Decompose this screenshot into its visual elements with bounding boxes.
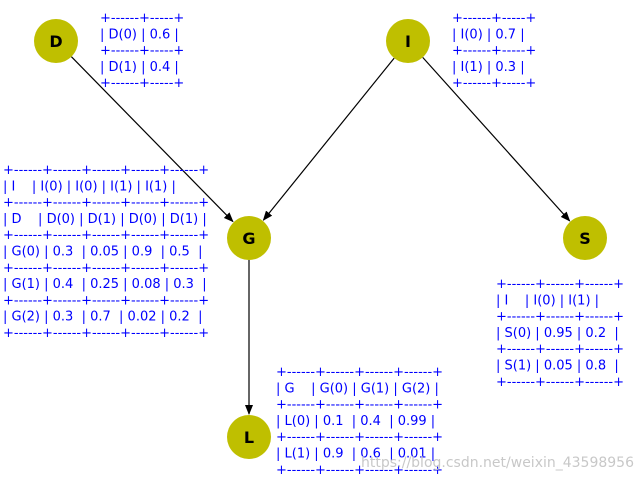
node-s-circle (563, 216, 607, 260)
cpd-table-l: +------+------+------+------+| G | G(0) … (276, 365, 443, 478)
cpd-i-line: | I(1) | 0.3 | (452, 60, 525, 75)
node-d-circle (34, 19, 78, 63)
node-i: I (386, 19, 430, 63)
node-s-label: S (579, 229, 591, 248)
cpd-i-line: +------+-----+ (452, 44, 536, 59)
cpd-s-line: +------+------+------+ (496, 342, 624, 357)
cpd-g-line: | D | D(0) | D(1) | D(0) | D(1) | (3, 212, 207, 227)
cpd-s-line: +------+------+------+ (496, 277, 624, 292)
cpd-i-line: | I(0) | 0.7 | (452, 27, 525, 42)
edge-d-to-g (70, 56, 234, 223)
edge-i-to-g (262, 57, 395, 221)
cpd-s-line: +------+------+------+ (496, 310, 624, 325)
cpd-g-line: +------+------+------+------+------+ (3, 293, 209, 308)
watermark-text: https://blog.csdn.net/weixin_43598956 (361, 455, 634, 471)
cpd-g-line: +------+------+------+------+------+ (3, 261, 209, 276)
cpd-g-line: | G(0) | 0.3 | 0.05 | 0.9 | 0.5 | (3, 245, 202, 260)
cpd-table-i: +------+-----+| I(0) | 0.7 |+------+----… (452, 11, 536, 91)
node-l-label: L (244, 428, 254, 447)
cpd-g-line: +------+------+------+------+------+ (3, 163, 209, 178)
node-s: S (563, 216, 607, 260)
cpd-l-line: +------+------+------+------+ (276, 365, 443, 380)
cpd-l-line: +------+------+------+------+ (276, 398, 443, 413)
cpd-s-line: | S(0) | 0.95 | 0.2 | (496, 326, 619, 341)
cpd-l-line: | L(0) | 0.1 | 0.4 | 0.99 | (276, 414, 435, 429)
cpd-d-line: | D(1) | 0.4 | (100, 60, 179, 75)
cpd-i-line: +------+-----+ (452, 76, 536, 91)
cpd-d-line: +------+-----+ (100, 11, 184, 26)
cpd-g-line: | G(2) | 0.3 | 0.7 | 0.02 | 0.2 | (3, 310, 202, 325)
cpd-g-line: | G(1) | 0.4 | 0.25 | 0.08 | 0.3 | (3, 277, 207, 292)
cpd-l-line: +------+------+------+------+ (276, 463, 443, 478)
node-i-label: I (405, 32, 411, 51)
cpd-g-line: +------+------+------+------+------+ (3, 326, 209, 341)
cpd-s-line: +------+------+------+ (496, 375, 624, 390)
node-l-circle (227, 415, 271, 459)
cpd-d-line: +------+-----+ (100, 76, 184, 91)
cpd-g-line: +------+------+------+------+------+ (3, 228, 209, 243)
cpd-d-line: +------+-----+ (100, 44, 184, 59)
cpd-g-line: | I | I(0) | I(0) | I(1) | I(1) | (3, 179, 176, 194)
cpd-table-s: +------+------+------+| I | I(0) | I(1) … (496, 277, 624, 390)
cpd-d-line: | D(0) | 0.6 | (100, 27, 179, 42)
node-g-circle (227, 216, 271, 260)
node-d-label: D (49, 32, 62, 51)
cpd-table-g: +------+------+------+------+------+| I … (3, 163, 209, 341)
cpd-l-line: +------+------+------+------+ (276, 430, 443, 445)
cpd-s-line: | S(1) | 0.05 | 0.8 | (496, 359, 619, 374)
node-l: L (227, 415, 271, 459)
node-i-circle (386, 19, 430, 63)
cpd-g-line: +------+------+------+------+------+ (3, 196, 209, 211)
node-g-label: G (242, 229, 255, 248)
cpd-table-d: +------+-----+| D(0) | 0.6 |+------+----… (100, 11, 184, 91)
edge-i-to-s (422, 56, 571, 222)
node-g: G (227, 216, 271, 260)
cpd-l-line: | G | G(0) | G(1) | G(2) | (276, 381, 439, 396)
cpd-i-line: +------+-----+ (452, 11, 536, 26)
node-d: D (34, 19, 78, 63)
cpd-s-line: | I | I(0) | I(1) | (496, 293, 599, 308)
edges-group (70, 56, 571, 415)
cpd-l-line: | L(1) | 0.9 | 0.6 | 0.01 | (276, 447, 435, 462)
